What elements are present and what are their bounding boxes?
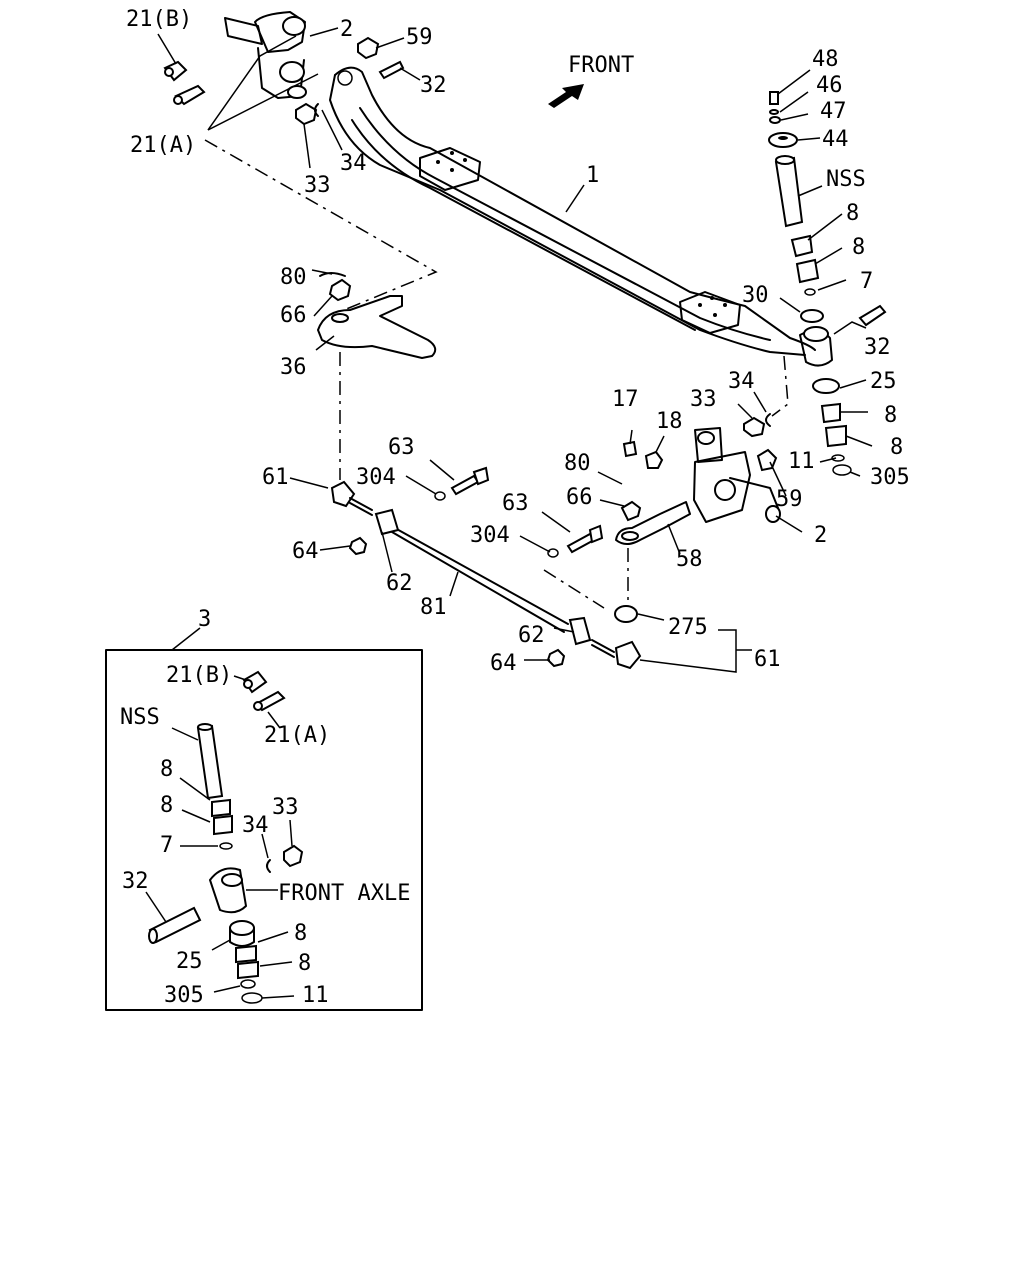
callout-18: 18 <box>656 409 683 434</box>
callout-front: FRONT <box>568 53 634 78</box>
callout-63-right: 63 <box>502 491 529 516</box>
steering-knuckle-left <box>224 11 307 99</box>
pin-32-upper <box>378 60 405 80</box>
callout-2-right: 2 <box>814 523 827 548</box>
callout-front-axle: FRONT AXLE <box>278 881 410 906</box>
callout-47: 47 <box>820 99 847 124</box>
callout-8-r4: 8 <box>890 435 903 460</box>
callout-8-inset-1: 8 <box>160 757 173 782</box>
callout-8-inset-4: 8 <box>298 951 311 976</box>
callout-7-inset: 7 <box>160 833 173 858</box>
callout-nss-top: NSS <box>826 167 866 192</box>
callout-17: 17 <box>612 387 639 412</box>
callout-62-right: 62 <box>518 623 545 648</box>
callout-58: 58 <box>676 547 703 572</box>
bolts-63-and-washers-304 <box>434 466 604 558</box>
tie-rod-end-left <box>330 480 373 516</box>
callout-81: 81 <box>420 595 447 620</box>
callout-59-right: 59 <box>776 487 803 512</box>
callout-8-r3: 8 <box>884 403 897 428</box>
callout-64-right: 64 <box>490 651 517 676</box>
inset-kingpin-kit: 3 21(B) 21(A) NSS 8 8 7 34 33 <box>105 607 423 1011</box>
callout-1: 1 <box>586 163 599 188</box>
callout-80-right: 80 <box>564 451 591 476</box>
nut-18 <box>644 450 664 469</box>
washer-34-right <box>765 413 771 427</box>
callout-8-r2: 8 <box>852 235 865 260</box>
assembly-lines <box>204 139 789 609</box>
callout-nss-inset: NSS <box>120 705 160 730</box>
nuts-64 <box>348 536 566 668</box>
callout-66-right: 66 <box>566 485 593 510</box>
callout-305-top: 305 <box>870 465 910 490</box>
steering-arm-36 <box>317 272 437 359</box>
callout-21b-top: 21(B) <box>126 7 192 32</box>
callouts-main: 21(B) 2 59 FRONT 32 21(A) 34 33 1 48 46 … <box>126 7 910 676</box>
callout-80-top: 80 <box>280 265 307 290</box>
nut-59-upper <box>357 36 380 60</box>
callout-8-inset-3: 8 <box>294 921 307 946</box>
grease-nipple-a <box>173 84 206 106</box>
callout-48: 48 <box>812 47 839 72</box>
callout-32-top: 32 <box>420 73 447 98</box>
callout-8-r1: 8 <box>846 201 859 226</box>
nut-33-right <box>743 416 766 438</box>
callout-34-top: 34 <box>340 151 367 176</box>
callout-33-right: 33 <box>690 387 717 412</box>
callout-2-top: 2 <box>340 17 353 42</box>
pin-17 <box>622 440 638 458</box>
callout-34-inset: 34 <box>242 813 269 838</box>
callout-21a-inset: 21(A) <box>264 723 330 748</box>
nut-33-upper <box>295 102 318 126</box>
callout-25-inset: 25 <box>176 949 203 974</box>
callout-64-left: 64 <box>292 539 319 564</box>
callout-61-right: 61 <box>754 647 781 672</box>
callout-11-inset: 11 <box>302 983 329 1008</box>
callout-61-left: 61 <box>262 465 289 490</box>
steering-knuckle-right <box>693 427 781 523</box>
callout-21a-top: 21(A) <box>130 133 196 158</box>
leader-lines <box>157 27 873 673</box>
callout-11-top: 11 <box>788 449 815 474</box>
callout-36: 36 <box>280 355 307 380</box>
callout-32-inset: 32 <box>122 869 149 894</box>
callout-30: 30 <box>742 283 769 308</box>
callout-63-left: 63 <box>388 435 415 460</box>
callout-66-top: 66 <box>280 303 307 328</box>
callout-304-left: 304 <box>356 465 396 490</box>
callout-304-right: 304 <box>470 523 510 548</box>
callout-44: 44 <box>822 127 849 152</box>
callout-21b-inset: 21(B) <box>166 663 232 688</box>
callout-46: 46 <box>816 73 843 98</box>
axle-beam <box>329 66 833 367</box>
steering-arm-58 <box>615 500 691 545</box>
callout-33-top: 33 <box>304 173 331 198</box>
washer-34-upper <box>314 103 319 117</box>
callout-33-inset: 33 <box>272 795 299 820</box>
callout-8-inset-2: 8 <box>160 793 173 818</box>
tie-rod-81 <box>374 508 592 646</box>
callout-25-top: 25 <box>870 369 897 394</box>
grease-nipple-b <box>163 60 188 82</box>
king-pin-stack-right <box>768 91 887 476</box>
callout-62-left: 62 <box>386 571 413 596</box>
callout-305-inset: 305 <box>164 983 204 1008</box>
callout-275: 275 <box>668 615 708 640</box>
front-direction-arrow <box>548 84 584 108</box>
tie-rod-end-right <box>591 605 642 670</box>
callout-3: 3 <box>198 607 211 632</box>
callout-59-top: 59 <box>406 25 433 50</box>
callout-34-right: 34 <box>728 369 755 394</box>
callout-7-top: 7 <box>860 269 873 294</box>
callout-32-right: 32 <box>864 335 891 360</box>
